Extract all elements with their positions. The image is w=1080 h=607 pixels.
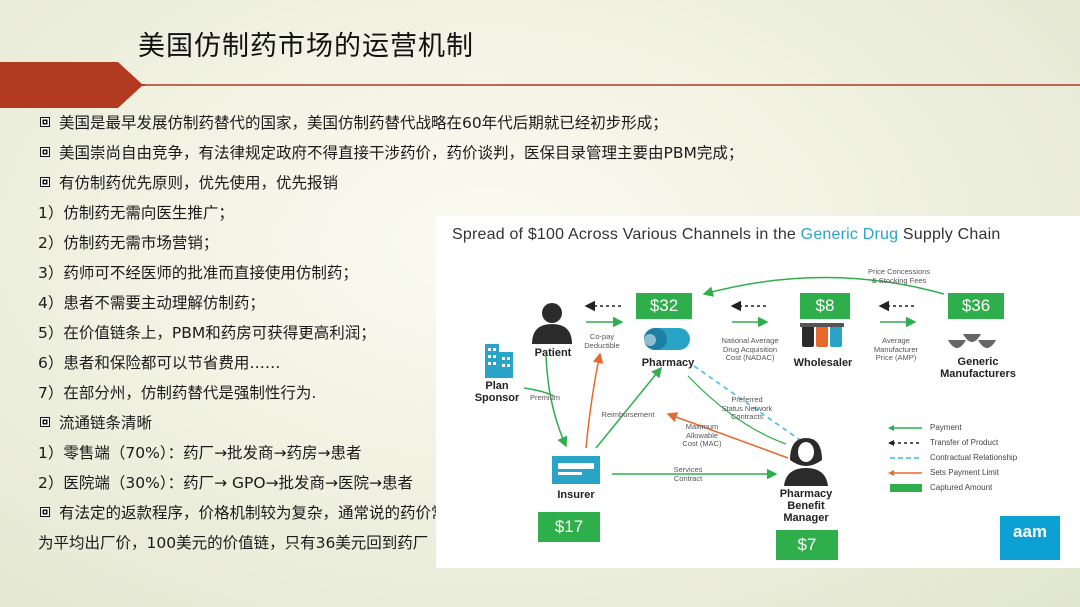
sub-item: 3）药师可不经医师的批准而直接使用仿制药； (38, 258, 558, 288)
bullet-text: 4）患者不需要主动理解仿制药； (38, 294, 265, 312)
label-preferred-status: Preferred Status Network Contracts (721, 395, 773, 421)
bullet-text: 美国崇尚自由竞争，有法律规定政府不得直接干涉药价，药价谈判，医保目录管理主要由P… (59, 144, 744, 162)
diagram-title-highlight: Generic Drug (800, 226, 899, 243)
sub-item: 5）在价值链条上，PBM和药房可获得更高利润； (38, 318, 558, 348)
price-concessions-arrow (702, 276, 945, 297)
premium-arrow-sponsor (523, 387, 555, 397)
bullet-box-icon (40, 417, 50, 427)
sub-item: 2）医院端（30%）：药厂→ GPO→批发商→医院→患者 (38, 468, 558, 498)
diagram-canvas (485, 276, 996, 486)
node-pharmacy: Pharmacy (641, 357, 695, 369)
supply-chain-diagram: Spread of $100 Across Various Channels i… (436, 216, 1080, 568)
bullet-item: 有法定的返款程序，价格机制较为复杂，通常说的药价常 (38, 498, 558, 528)
aam-logo: aam (1000, 516, 1060, 560)
reimbursement-arrow (595, 366, 662, 449)
bullet-box-icon (40, 147, 50, 157)
bullet-text: 流通链条清晰 (59, 414, 153, 432)
bullet-text: 1）仿制药无需向医生推广； (38, 204, 234, 222)
sub-item: 4）患者不需要主动理解仿制药； (38, 288, 558, 318)
bullet-text: 有仿制药优先原则，优先使用，优先报销 (59, 174, 339, 192)
bullet-item: 流通链条清晰 (38, 408, 558, 438)
bullet-text: 有法定的返款程序，价格机制较为复杂，通常说的药价常 (59, 504, 447, 522)
label-price-concessions: Price Concessions & Stocking Fees (867, 267, 931, 285)
label-mac: Maximum Allowable Cost (MAC) (682, 422, 722, 448)
sub-item: 1）仿制药无需向医生推广； (38, 198, 558, 228)
plan-sponsor-icon (485, 344, 513, 378)
bullet-list: 美国是最早发展仿制药替代的国家，美国仿制药替代战略在60年代后期就已经初步形成；… (38, 108, 743, 558)
label-copay: Co-pay Deductible (584, 332, 620, 350)
node-patient: Patient (534, 347, 572, 359)
label-reimbursement: Reimbursement (601, 410, 655, 419)
bullet-text: 1）零售端（70%）：药厂→批发商→药房→患者 (38, 444, 362, 462)
amount-manufacturers: $36 (948, 293, 1004, 319)
node-manufacturers: Generic Manufacturers (940, 356, 1016, 380)
bullet-item: 美国崇尚自由竞争，有法律规定政府不得直接干涉药价，药价谈判，医保目录管理主要由P… (38, 138, 743, 168)
bullet-box-icon (40, 177, 50, 187)
title-ribbon (0, 62, 145, 108)
bullet-item: 有仿制药优先原则，优先使用，优先报销 (38, 168, 558, 198)
node-wholesaler: Wholesaler (793, 357, 853, 369)
pbm-icon (784, 438, 828, 486)
label-premium: Premium (529, 393, 560, 402)
bullet-box-icon (40, 117, 50, 127)
insurer-icon (552, 456, 600, 484)
mac-limit-arrow (666, 412, 789, 459)
node-pbm: Pharmacy Benefit Manager (779, 488, 833, 524)
bullet-text: 美国是最早发展仿制药替代的国家，美国仿制药替代战略在60年代后期就已经初步形成； (59, 114, 668, 132)
pharmacy-to-pbm-arc (687, 375, 787, 445)
bullet-text: 7）在部分州，仿制药替代是强制性行为. (38, 384, 317, 402)
bullet-text: 2）医院端（30%）：药厂→ GPO→批发商→医院→患者 (38, 474, 413, 492)
manufacturers-icon (948, 334, 996, 348)
amount-wholesaler: $8 (800, 293, 850, 319)
title-divider (140, 84, 1080, 86)
copay-limit-arrow (585, 352, 604, 449)
sub-item: 7）在部分州，仿制药替代是强制性行为. (38, 378, 558, 408)
diagram-title: Spread of $100 Across Various Channels i… (452, 226, 1001, 243)
slide-title: 美国仿制药市场的运营机制 (138, 31, 474, 62)
bullet-text: 2）仿制药无需市场营销； (38, 234, 219, 252)
amount-pharmacy: $32 (636, 293, 692, 319)
wholesaler-icon (800, 323, 844, 347)
bullet-box-icon (40, 507, 50, 517)
node-plan-sponsor: Plan Sponsor (474, 380, 520, 404)
sub-item: 6）患者和保险都可以节省费用…… (38, 348, 558, 378)
amount-insurer: $17 (538, 512, 600, 542)
pharmacy-icon (644, 328, 690, 350)
preferred-status-contract (693, 365, 801, 441)
bullet-text: 为平均出厂价，100美元的价值链，只有36美元回到药厂 (38, 534, 429, 552)
label-nadac: National Average Drug Acquisition Cost (… (721, 336, 779, 362)
bullet-item: 美国是最早发展仿制药替代的国家，美国仿制药替代战略在60年代后期就已经初步形成； (38, 108, 668, 138)
premium-arrow-patient (545, 355, 568, 448)
sub-item: 1）零售端（70%）：药厂→批发商→药房→患者 (38, 438, 558, 468)
bullet-text: 5）在价值链条上，PBM和药房可获得更高利润； (38, 324, 376, 342)
patient-icon (532, 303, 572, 344)
sub-item: 2）仿制药无需市场营销； (38, 228, 558, 258)
bullet-text: 6）患者和保险都可以节省费用…… (38, 354, 281, 372)
node-insurer: Insurer (557, 489, 595, 501)
amount-pbm: $7 (776, 530, 838, 560)
sub-item: 为平均出厂价，100美元的价值链，只有36美元回到药厂 (38, 528, 558, 558)
label-amp: Average Manufacturer Price (AMP) (873, 336, 919, 362)
bullet-text: 3）药师可不经医师的批准而直接使用仿制药； (38, 264, 358, 282)
label-services-contract: Services Contract (673, 465, 703, 483)
